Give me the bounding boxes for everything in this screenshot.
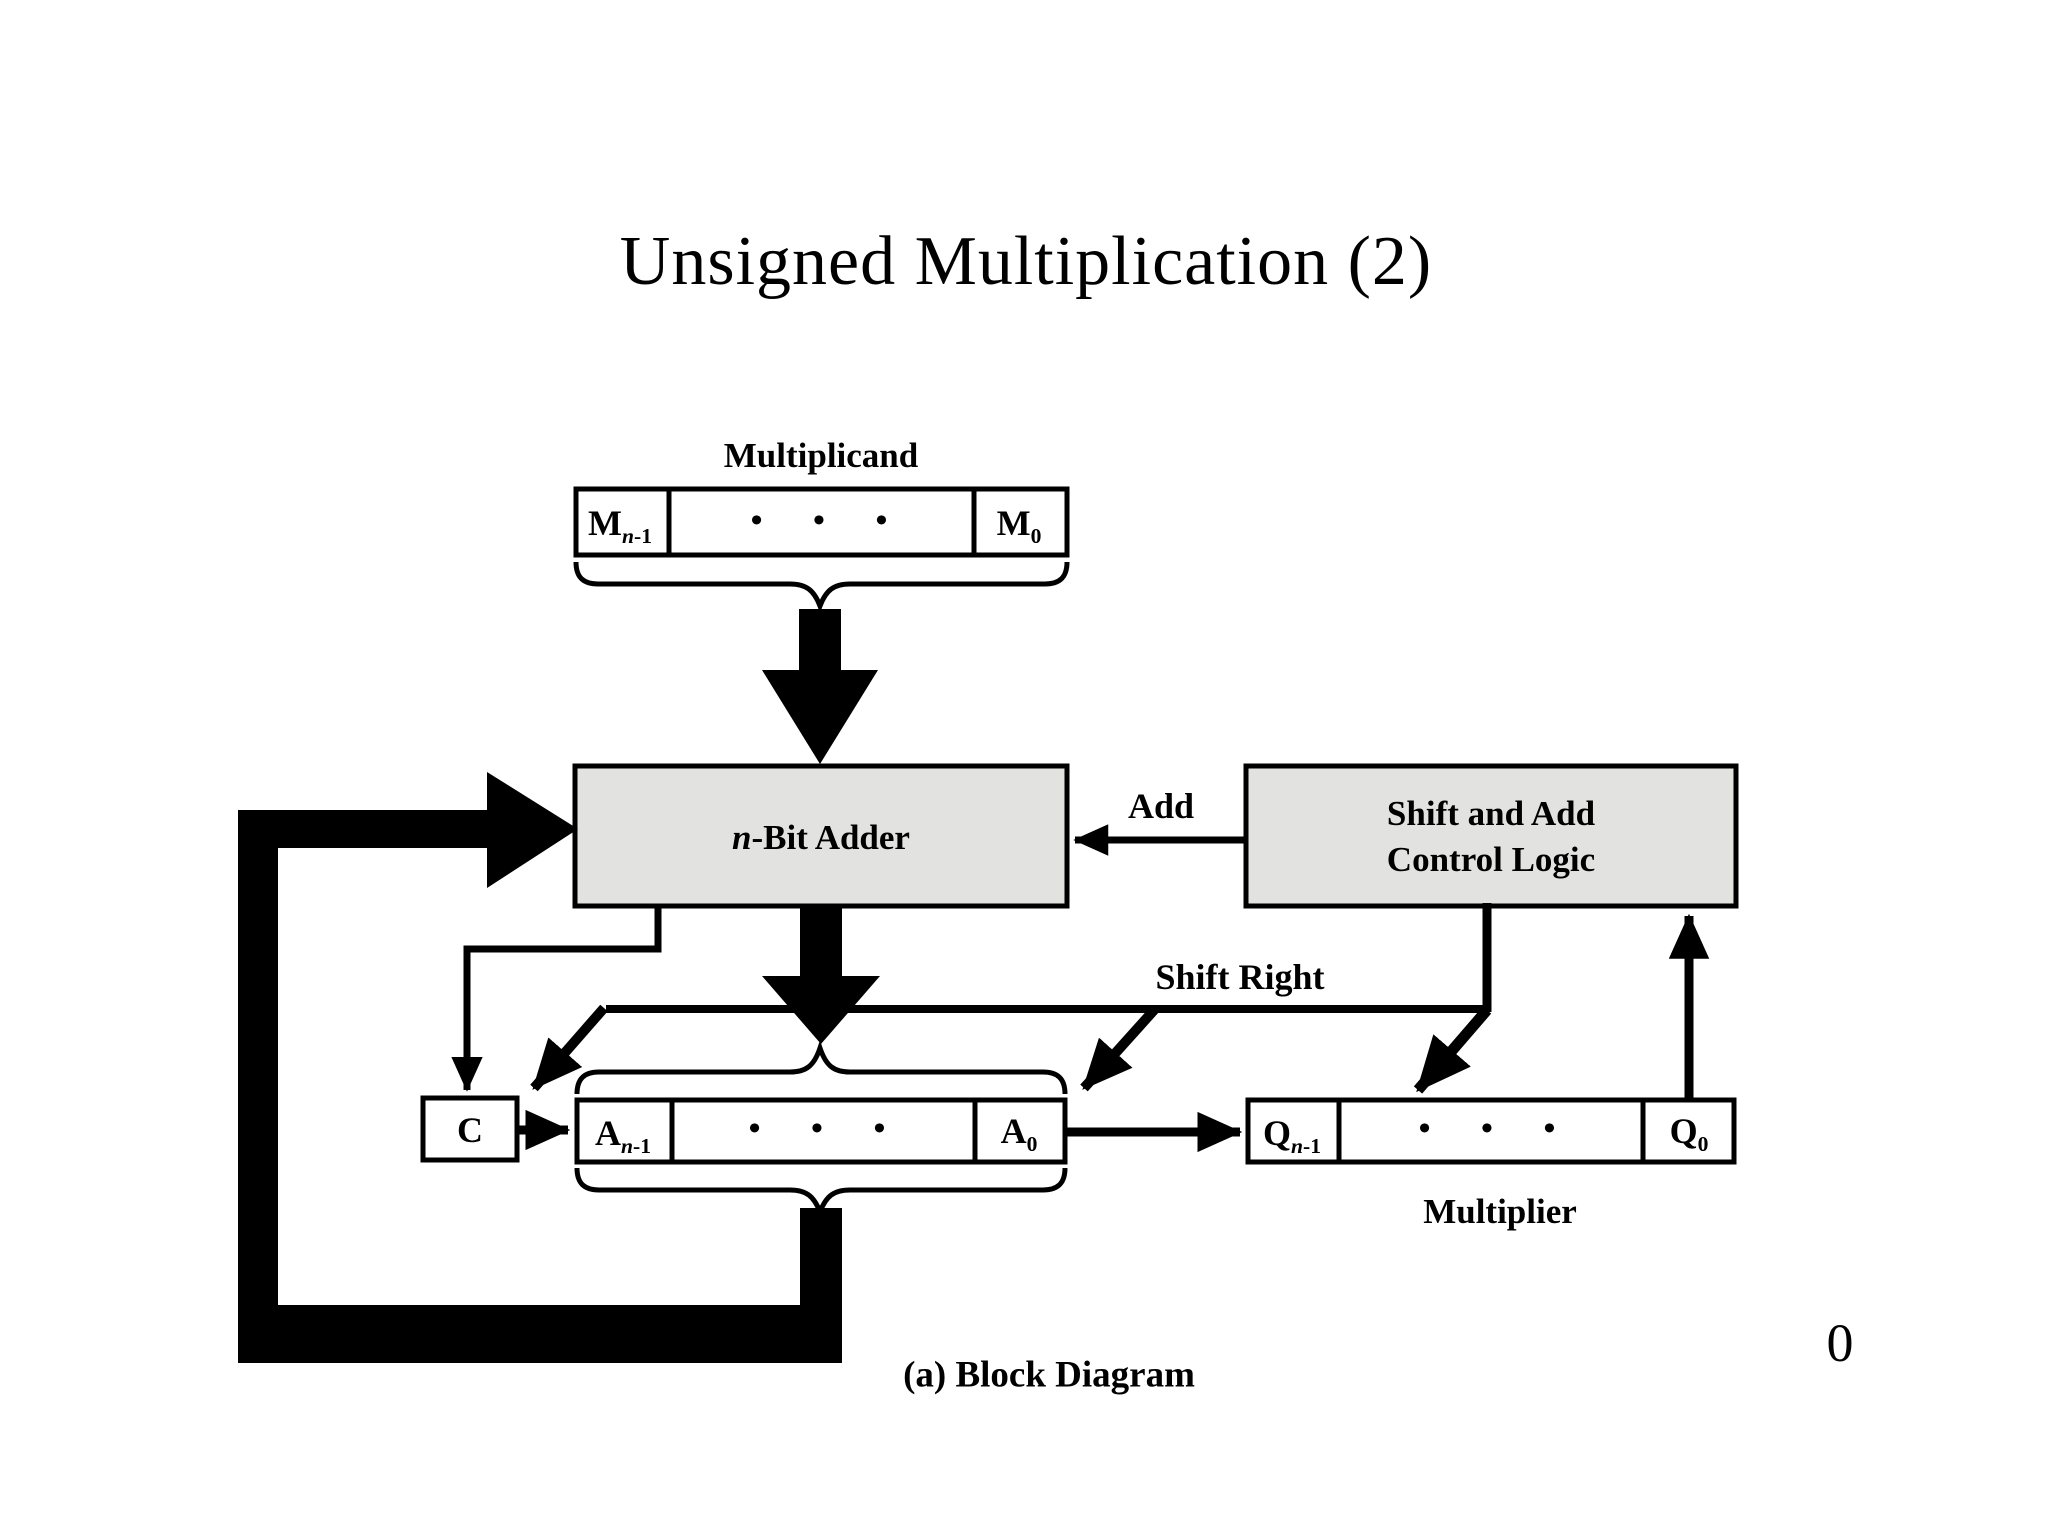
control-label: Shift and Add Control Logic (1387, 791, 1595, 883)
accumulator-underbrace (574, 1167, 1068, 1220)
feedback-loop-arrow (238, 772, 842, 1363)
figure-caption: (a) Block Diagram (903, 1354, 1195, 1396)
multiplicand-register (573, 486, 1070, 558)
multiplicand-to-adder-arrow (762, 609, 878, 764)
multiplier-lsb-label: Q0 (1669, 1111, 1709, 1157)
multiplier-dots: • • • (1418, 1110, 1558, 1147)
page-number: 0 (1826, 1313, 1854, 1373)
multiplicand-brace (573, 561, 1070, 614)
multiplicand-dots: • • • (750, 502, 890, 539)
accumulator-overbrace (574, 1040, 1068, 1095)
multiplicand-msb-label: Mn-1 (588, 503, 652, 549)
multiplier-register (1245, 1097, 1737, 1165)
add-signal-label: Add (1127, 786, 1195, 826)
page-title: Unsigned Multiplication (2) (619, 223, 1433, 300)
adder-label: n-Bit Adder (732, 818, 910, 857)
control-box (1243, 763, 1739, 909)
accumulator-dots: • • • (748, 1110, 888, 1147)
shift-diagonal-right (1413, 1006, 1492, 1094)
shift-right-label: Shift Right (1155, 957, 1325, 997)
carry-out-line (451, 906, 662, 1092)
multiplier-label: Multiplier (1423, 1192, 1577, 1231)
shift-diagonal-left (530, 1004, 608, 1092)
multiplicand-label: Multiplicand (723, 436, 919, 475)
multiplier-msb-label: Qn-1 (1262, 1113, 1322, 1159)
control-label-line1: Shift and Add (1386, 793, 1596, 833)
control-label-line2: Control Logic (1386, 840, 1596, 879)
accumulator-msb-label: An-1 (594, 1113, 652, 1159)
accumulator-lsb-label: A0 (1000, 1111, 1038, 1157)
adder-to-accumulator-arrow (762, 906, 880, 1044)
multiplicand-lsb-label: M0 (996, 503, 1042, 549)
shift-diagonal-mid (1080, 1005, 1159, 1092)
carry-label: C (457, 1110, 483, 1150)
